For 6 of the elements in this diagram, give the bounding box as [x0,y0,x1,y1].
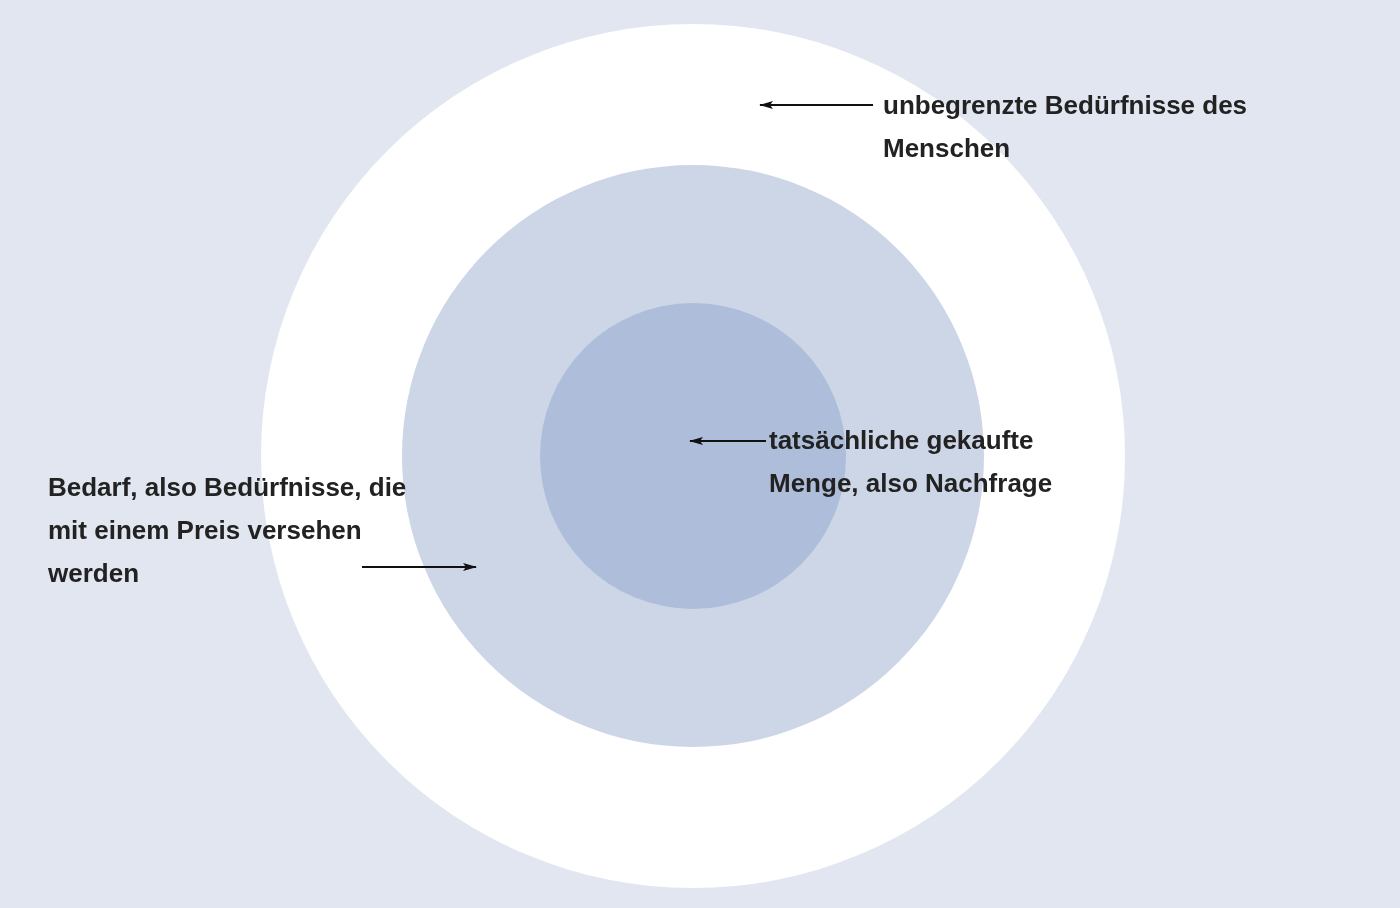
annotation-text: Bedarf, also Bedürfnisse, die mit einem Preis versehen werden [48,466,448,595]
leader-arrow [689,437,767,445]
leader-arrow [759,101,874,109]
annotation-text: tatsächliche gekaufte Menge, also Nachfrage [769,419,1099,505]
annotation-text: unbegrenzte Bedürfnisse des Menschen [883,84,1303,170]
leader-arrow [361,563,477,571]
